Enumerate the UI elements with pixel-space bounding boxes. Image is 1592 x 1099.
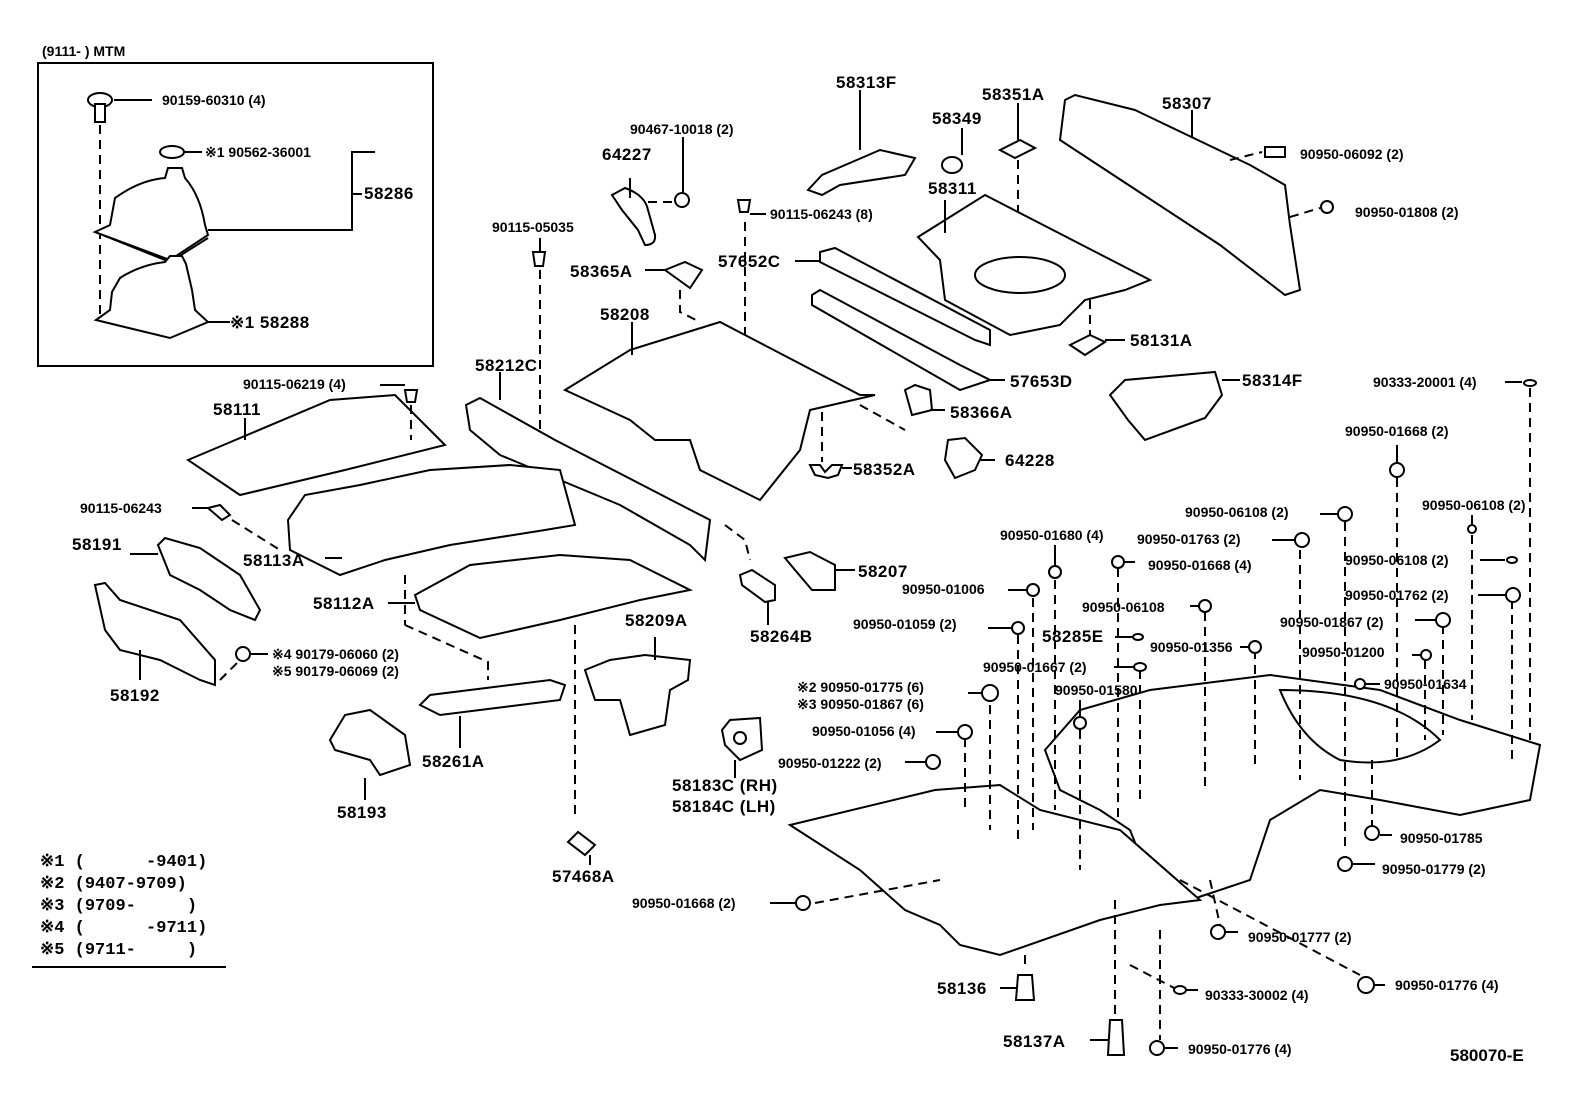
part-label-90950-01056[interactable]: 90950-01056 (4) <box>812 723 916 739</box>
inset-bolt <box>87 92 152 123</box>
part-label-58307[interactable]: 58307 <box>1162 94 1212 113</box>
part-label-90159-60310[interactable]: 90159-60310 (4) <box>162 92 266 108</box>
leader-lines <box>770 381 1522 1049</box>
part-label-64227[interactable]: 64227 <box>602 145 652 164</box>
part-label-58365A[interactable]: 58365A <box>570 262 633 281</box>
part-label-90950-01777[interactable]: 90950-01777 (2) <box>1248 929 1352 945</box>
part-label-90950-06108[interactable]: 90950-06108 <box>1082 599 1165 615</box>
part-label-58288[interactable]: ※1 58288 <box>230 313 310 332</box>
part-label-90950-01775[interactable]: ※2 90950-01775 (6) <box>797 679 924 695</box>
figure-number: 580070-E <box>1450 1046 1524 1065</box>
part-label-58113A[interactable]: 58113A <box>243 551 305 570</box>
part-label-90950-01867-6[interactable]: ※3 90950-01867 (6) <box>797 696 924 712</box>
part-label-90950-01668-4[interactable]: 90950-01668 (4) <box>1148 557 1252 573</box>
part-label-90333-30002[interactable]: 90333-30002 (4) <box>1205 987 1309 1003</box>
part-label-90562-36001[interactable]: ※1 90562-36001 <box>205 144 311 160</box>
part-label-90950-06108-2a[interactable]: 90950-06108 (2) <box>1185 504 1289 520</box>
part-label-57653D[interactable]: 57653D <box>1010 372 1073 391</box>
part-label-90950-01006[interactable]: 90950-01006 <box>902 581 985 597</box>
part-label-90950-01779[interactable]: 90950-01779 (2) <box>1382 861 1486 877</box>
part-label-58349[interactable]: 58349 <box>932 109 982 128</box>
part-label-58264B[interactable]: 58264B <box>750 627 813 646</box>
part-label-58183C[interactable]: 58183C (RH) <box>672 776 778 795</box>
part-label-90115-06243-8[interactable]: 90115-06243 (8) <box>770 206 873 222</box>
inset-frame <box>37 62 434 367</box>
part-label-58261A[interactable]: 58261A <box>422 752 485 771</box>
inset-boot-lower <box>93 255 230 340</box>
part-label-90950-01668-2a[interactable]: 90950-01668 (2) <box>1345 423 1449 439</box>
part-label-58212C[interactable]: 58212C <box>475 356 538 375</box>
part-label-90950-01808[interactable]: 90950-01808 (2) <box>1355 204 1459 220</box>
part-label-58351A[interactable]: 58351A <box>982 85 1045 104</box>
part-label-58313F[interactable]: 58313F <box>836 73 897 92</box>
part-label-90179-06060[interactable]: ※4 90179-06060 (2) <box>272 646 399 662</box>
part-label-90115-06243[interactable]: 90115-06243 <box>80 500 162 516</box>
part-label-90179-06069[interactable]: ※5 90179-06069 (2) <box>272 663 399 679</box>
legend-row-1: ※1 ( -9401) <box>40 853 208 872</box>
part-label-57468A[interactable]: 57468A <box>552 867 615 886</box>
part-label-90950-01776-b[interactable]: 90950-01776 (4) <box>1188 1041 1292 1057</box>
part-label-57652C[interactable]: 57652C <box>718 252 781 271</box>
part-label-58366A[interactable]: 58366A <box>950 403 1013 422</box>
legend-row-3: ※3 (9709- ) <box>40 897 198 916</box>
part-label-58192[interactable]: 58192 <box>110 686 160 705</box>
date-code-legend: ※1 ( -9401) ※2 (9407-9709) ※3 (9709- ) ※… <box>40 852 207 962</box>
inset-washer <box>159 145 202 159</box>
part-label-58136[interactable]: 58136 <box>937 979 987 998</box>
legend-row-5: ※5 (9711- ) <box>40 941 198 960</box>
part-label-90950-01762[interactable]: 90950-01762 (2) <box>1345 587 1449 603</box>
part-label-58314F[interactable]: 58314F <box>1242 371 1303 390</box>
part-label-90950-06108-2b[interactable]: 90950-06108 (2) <box>1422 497 1526 513</box>
inset-title: (9111- ) MTM <box>42 43 126 59</box>
part-label-58352A[interactable]: 58352A <box>853 460 916 479</box>
part-label-58184C[interactable]: 58184C (LH) <box>672 797 776 816</box>
part-label-58111[interactable]: 58111 <box>213 400 261 419</box>
part-label-90950-01580[interactable]: 90950-01580 <box>1055 682 1138 698</box>
part-label-90115-06219[interactable]: 90115-06219 (4) <box>243 376 346 392</box>
part-label-90950-01785[interactable]: 90950-01785 <box>1400 830 1483 846</box>
part-label-58193[interactable]: 58193 <box>337 803 387 822</box>
part-label-90950-01200[interactable]: 90950-01200 <box>1302 644 1385 660</box>
fastener-glyphs <box>795 379 1537 1056</box>
part-label-90950-01680[interactable]: 90950-01680 (4) <box>1000 527 1104 543</box>
part-label-90950-06092[interactable]: 90950-06092 (2) <box>1300 146 1404 162</box>
part-label-90950-01222[interactable]: 90950-01222 (2) <box>778 755 882 771</box>
part-label-58285E[interactable]: 58285E <box>1042 627 1104 646</box>
part-label-90950-01867-2[interactable]: 90950-01867 (2) <box>1280 614 1384 630</box>
part-label-90115-05035[interactable]: 90115-05035 <box>492 219 574 235</box>
part-label-90950-01667[interactable]: 90950-01667 (2) <box>983 659 1087 675</box>
part-label-58311[interactable]: 58311 <box>928 179 977 198</box>
part-label-58112A[interactable]: 58112A <box>313 594 375 613</box>
inset-boot-upper <box>92 167 210 264</box>
part-label-58209A[interactable]: 58209A <box>625 611 688 630</box>
part-label-58191[interactable]: 58191 <box>72 535 122 554</box>
part-label-90333-20001[interactable]: 90333-20001 (4) <box>1373 374 1477 390</box>
part-label-58131A[interactable]: 58131A <box>1130 331 1193 350</box>
part-label-58207[interactable]: 58207 <box>858 562 908 581</box>
legend-underline <box>32 966 226 968</box>
part-label-64228[interactable]: 64228 <box>1005 451 1055 470</box>
part-label-58208[interactable]: 58208 <box>600 305 650 324</box>
part-label-90950-01763[interactable]: 90950-01763 (2) <box>1137 531 1241 547</box>
legend-row-2: ※2 (9407-9709) <box>40 875 187 894</box>
part-label-90950-01356[interactable]: 90950-01356 <box>1150 639 1233 655</box>
part-label-58137A[interactable]: 58137A <box>1003 1032 1066 1051</box>
part-label-90950-06108-2c[interactable]: 90950-06108 (2) <box>1345 552 1449 568</box>
part-label-58286[interactable]: 58286 <box>364 184 414 203</box>
part-label-90950-01059[interactable]: 90950-01059 (2) <box>853 616 957 632</box>
part-label-90467-10018[interactable]: 90467-10018 (2) <box>630 121 734 137</box>
part-label-90950-01634[interactable]: 90950-01634 <box>1384 676 1467 692</box>
part-label-90950-01668-2b[interactable]: 90950-01668 (2) <box>632 895 736 911</box>
part-label-90950-01776-a[interactable]: 90950-01776 (4) <box>1395 977 1499 993</box>
legend-row-4: ※4 ( -9711) <box>40 919 208 938</box>
